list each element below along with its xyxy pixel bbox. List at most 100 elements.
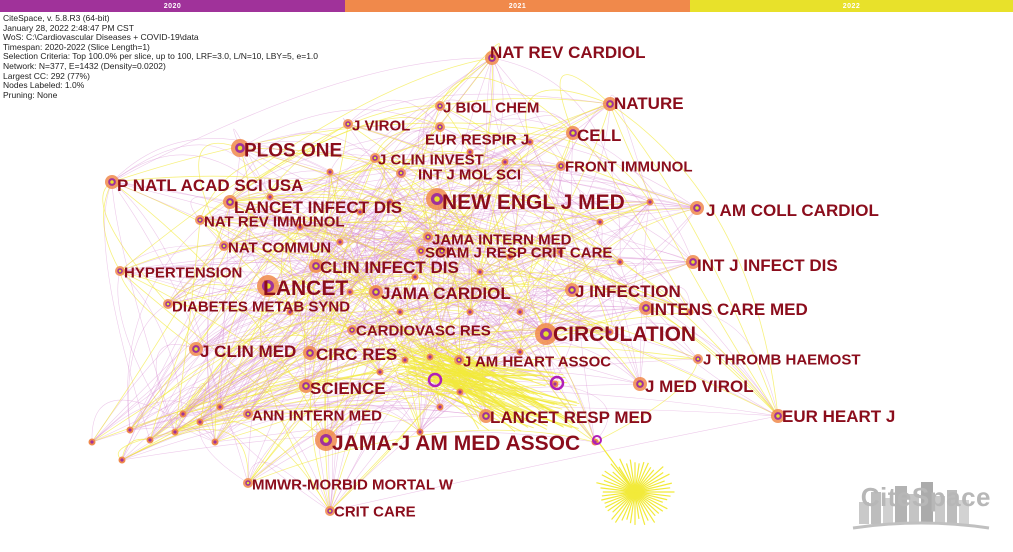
network-edge <box>329 172 402 512</box>
network-edge <box>214 415 487 443</box>
network-edge <box>429 201 651 358</box>
network-node-core <box>528 140 532 144</box>
network-node-core <box>218 405 222 409</box>
network-edge <box>229 201 416 278</box>
network-node-group <box>303 346 317 360</box>
network-edge <box>604 491 636 504</box>
network-edge <box>634 466 664 493</box>
network-edge <box>239 126 506 163</box>
network-edge <box>325 201 651 441</box>
network-edge <box>121 358 699 461</box>
network-edge <box>420 247 460 361</box>
network-node-group <box>416 246 426 256</box>
network-edge <box>289 281 573 313</box>
node-label: LANCET RESP MED <box>490 408 652 427</box>
network-edge <box>329 171 402 313</box>
network-node-group <box>315 429 337 451</box>
network-edge <box>229 195 422 252</box>
network-node-ring <box>549 375 565 391</box>
network-edge <box>299 225 333 267</box>
network-edge <box>119 245 351 293</box>
network-edge <box>329 148 402 174</box>
network-edge <box>229 178 391 203</box>
network-edge <box>634 491 671 497</box>
network-edge <box>404 250 511 361</box>
network-edge <box>601 491 636 501</box>
network-edge <box>612 491 636 513</box>
network-edge <box>504 160 691 313</box>
network-edge <box>129 265 317 431</box>
network-node-core <box>518 350 522 354</box>
network-node-group <box>243 409 253 419</box>
network-edge <box>199 161 506 423</box>
network-edge <box>129 57 493 431</box>
timeline-slice-2022: 2022 <box>690 0 1013 12</box>
network-node-core <box>458 390 462 394</box>
yellow-burst-cluster <box>596 439 675 525</box>
network-node-group <box>369 285 383 299</box>
network-edge <box>214 157 376 443</box>
network-edge <box>436 198 471 361</box>
network-edge <box>149 285 269 441</box>
node-label: CRIT CARE <box>334 503 416 520</box>
network-node-center <box>308 351 312 355</box>
network-edge <box>174 419 331 512</box>
network-edge <box>351 323 381 373</box>
network-edge <box>111 122 574 183</box>
network-edge <box>486 57 556 385</box>
network-node-core <box>288 310 292 314</box>
network-edge <box>325 393 421 441</box>
network-edge <box>438 355 562 415</box>
network-edge <box>428 350 505 374</box>
network-edge <box>429 57 495 358</box>
network-edge <box>199 219 291 313</box>
network-edge <box>545 103 611 335</box>
network-edge <box>299 226 611 333</box>
network-edge <box>174 311 401 433</box>
network-edge <box>305 334 460 387</box>
network-edge <box>440 355 573 423</box>
network-edge <box>609 103 779 417</box>
network-edge <box>459 221 601 393</box>
node-label: J MED VIROL <box>645 377 754 396</box>
network-node-center <box>484 414 488 418</box>
network-edge <box>419 271 483 433</box>
network-edge <box>374 157 596 443</box>
network-edge <box>199 219 621 263</box>
network-edge <box>508 238 573 291</box>
network-node-center <box>490 56 494 60</box>
network-edge <box>400 345 544 409</box>
metadata-panel: CiteSpace, v. 5.8.R3 (64-bit) January 28… <box>3 13 318 100</box>
network-node-core <box>648 200 652 204</box>
network-edge <box>329 415 779 512</box>
network-edge <box>468 151 556 385</box>
network-edge <box>229 126 441 203</box>
network-edge <box>519 248 694 313</box>
network-edge <box>427 160 562 238</box>
network-edge <box>247 331 611 484</box>
network-edge <box>347 123 511 258</box>
network-edge <box>247 103 611 415</box>
network-edge <box>439 126 596 443</box>
network-edge <box>103 181 121 272</box>
network-edge <box>119 270 307 387</box>
node-label: CLIN INFECT DIS <box>320 258 459 277</box>
network-node-group <box>115 266 125 276</box>
network-edge <box>119 57 493 272</box>
network-edge <box>195 317 699 360</box>
network-edge <box>439 43 500 107</box>
network-edge <box>247 406 441 484</box>
network-edge <box>299 220 647 309</box>
network-edge <box>174 219 201 433</box>
network-edge <box>182 291 351 415</box>
network-edge <box>119 254 694 272</box>
network-node-core <box>358 210 362 214</box>
network-node-group <box>603 97 617 111</box>
network-node-core <box>268 195 272 199</box>
network-node-group <box>485 51 499 65</box>
network-edge <box>400 172 699 360</box>
network-edge <box>223 157 376 247</box>
network-edge <box>229 201 377 293</box>
network-node-group <box>633 377 647 391</box>
